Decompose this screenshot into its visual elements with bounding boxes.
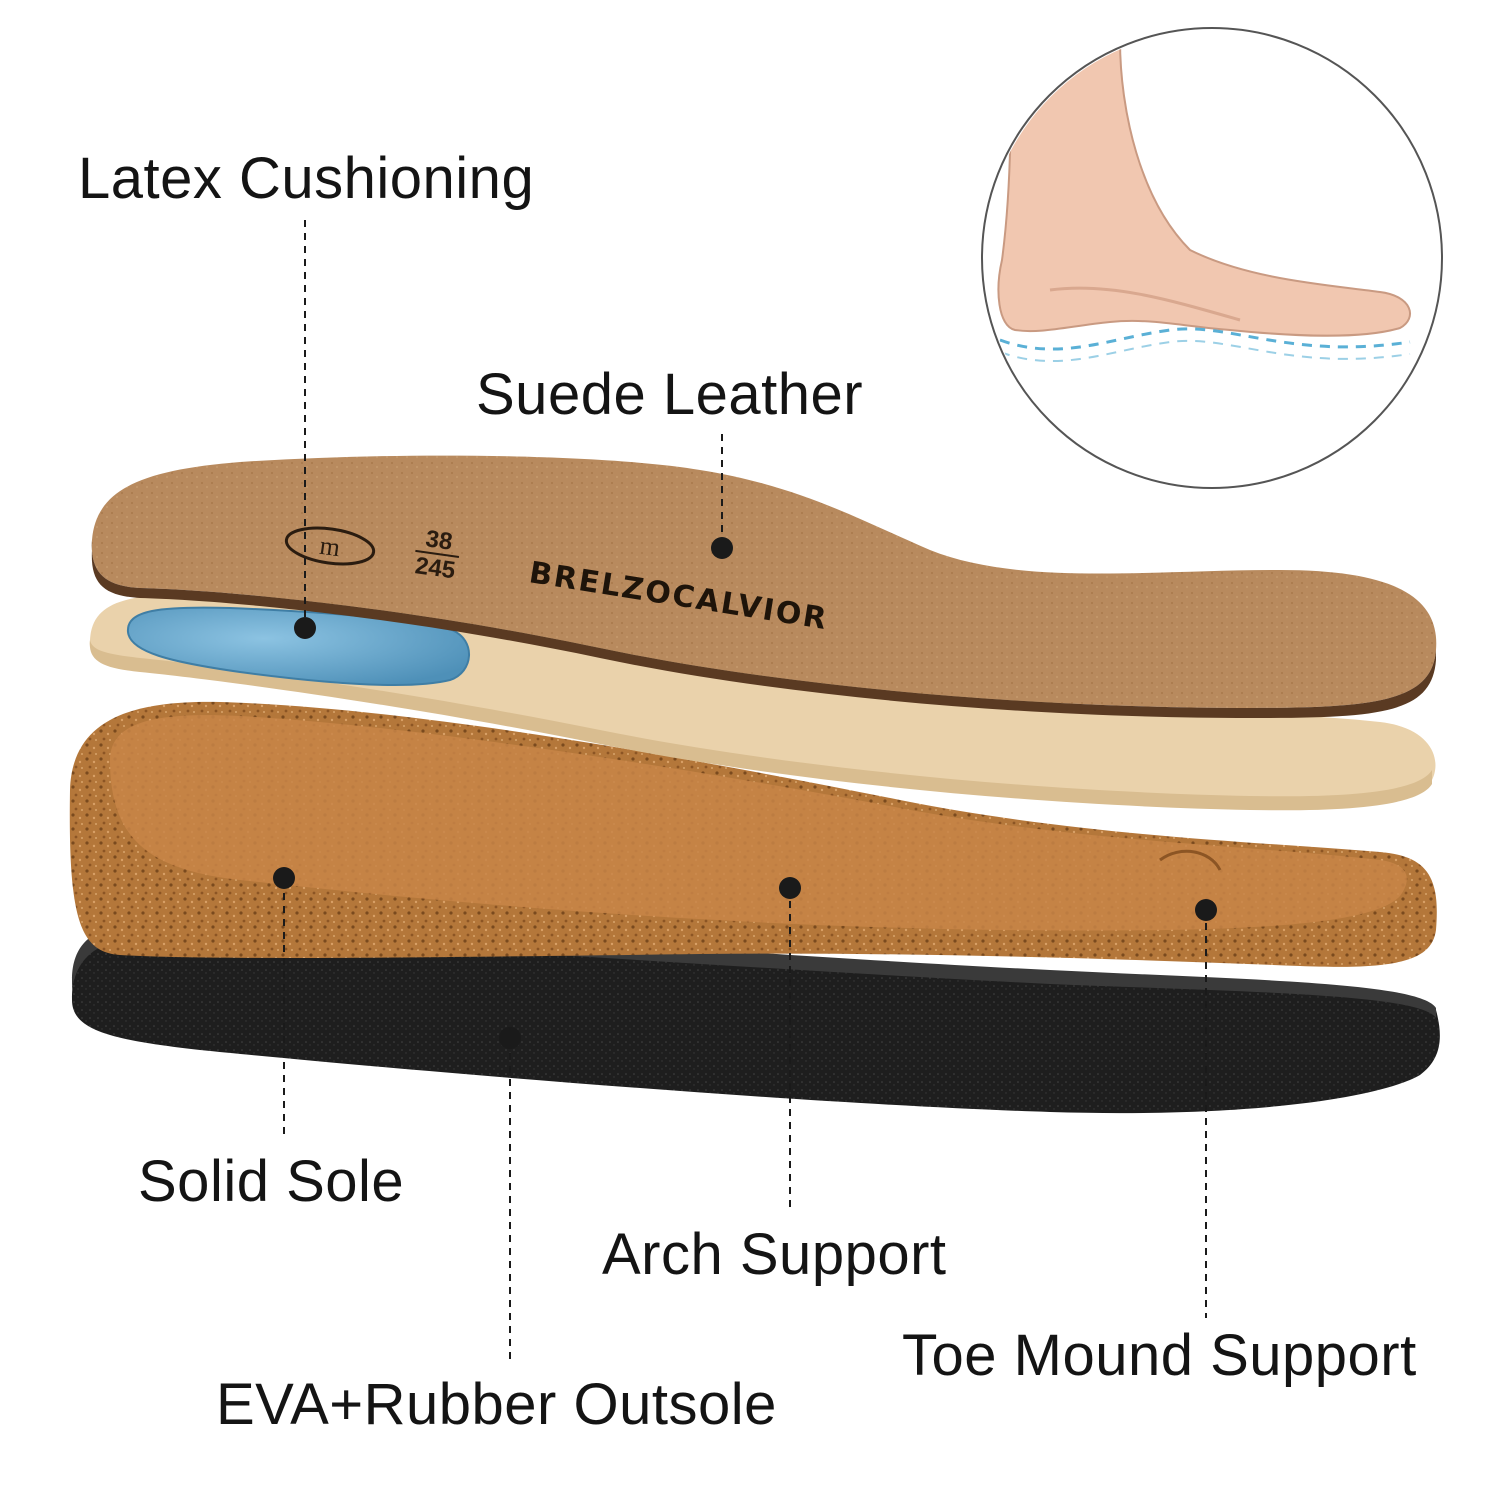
label-arch-support: Arch Support <box>602 1222 947 1287</box>
callout-dots <box>273 537 1217 1049</box>
callout-dot-eva <box>499 1027 521 1049</box>
callout-dot-arch <box>779 877 801 899</box>
size-eu: 38 <box>424 525 454 555</box>
width-mark: m <box>318 531 342 563</box>
callout-dot-toe <box>1195 899 1217 921</box>
callout-dot-suede <box>711 537 733 559</box>
callout-dot-solid-sole <box>273 867 295 889</box>
size-mm: 245 <box>413 552 456 584</box>
callout-dot-latex <box>294 617 316 639</box>
foot-icon <box>997 39 1411 363</box>
foot-inset <box>981 27 1443 489</box>
label-toe-mound-support: Toe Mound Support <box>902 1323 1417 1388</box>
label-solid-sole: Solid Sole <box>138 1149 405 1214</box>
latex-pad <box>126 606 470 687</box>
callouts <box>283 220 1207 1360</box>
cork-footbed-layer <box>69 701 1437 967</box>
label-suede-leather: Suede Leather <box>476 362 864 427</box>
width-mark-oval <box>284 526 376 566</box>
label-eva-rubber-outsole: EVA+Rubber Outsole <box>216 1372 777 1437</box>
foam-layer <box>89 594 1436 811</box>
label-latex-cushioning: Latex Cushioning <box>78 146 535 211</box>
suede-leather-layer <box>91 455 1437 718</box>
arch-curve-line <box>999 327 1411 351</box>
